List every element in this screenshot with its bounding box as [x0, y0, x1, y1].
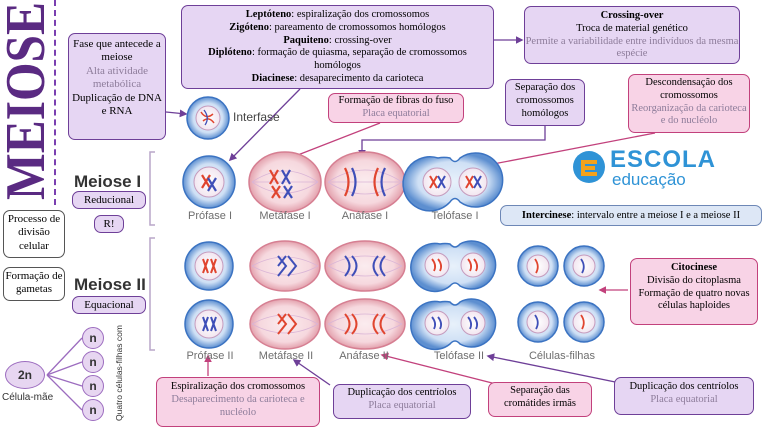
logo-sub: educação [612, 170, 686, 189]
intercinese-box: Intercinese: intervalo entre a meiose I … [500, 205, 762, 226]
daughter-cells-upper [517, 245, 605, 287]
phase-label-celulas-filhas: Células-filhas [528, 350, 596, 362]
crossing-title: Crossing-over [600, 10, 664, 21]
diacinese-line: Diacinese: desaparecimento da carioteca [182, 73, 493, 86]
phase-label-metafase1: Metáfase I [259, 210, 311, 222]
paquiteno-line: Paquiteno: crossing-over [182, 35, 493, 48]
citocinese-box: Citocinese Divisão do citoplasma Formaçã… [630, 258, 758, 325]
cell-telofase2-b [410, 298, 497, 351]
zigoteno-line: Zigóteno: pareamento de cromossomos homó… [182, 22, 493, 35]
interphase-dup: Duplicação de DNA e RNA [72, 91, 162, 118]
daughters-label-text: Quatro células-filhas com metade dos cro… [114, 323, 124, 421]
reducional-box: Reducional [72, 191, 146, 209]
term: Leptóteno [245, 9, 292, 20]
cell-profase2-b [184, 299, 234, 349]
crossing-line1: Troca de material genético [576, 22, 688, 34]
daughter-cell: n [82, 351, 104, 373]
cell-profase1 [182, 155, 236, 209]
cell-profase2-a [184, 241, 234, 291]
term: Diacinese [251, 72, 295, 84]
daughter-cell: n [82, 375, 104, 397]
dup1-sub: Placa equatorial [368, 399, 436, 411]
dup2-sub: Placa equatorial [650, 393, 718, 405]
cell-anafase1 [324, 151, 406, 213]
fibras-title: Formação de fibras do fuso [338, 95, 454, 106]
leptoteno-line: Leptóteno: espiralização dos cromossomos [182, 9, 493, 22]
mother-cell: 2n [5, 361, 45, 389]
cell-metafase2-a [249, 240, 321, 292]
phase-label-profase1: Prófase I [187, 210, 233, 222]
cell-metafase1 [248, 151, 322, 213]
separacao-cromatides-box: Separação das cromátides irmãs [488, 382, 592, 417]
daughter-cell: n [82, 327, 104, 349]
daughter-cells-lower [517, 301, 605, 343]
meiose1-label: Meiose I [74, 172, 142, 191]
equacional-box: Equacional [72, 296, 146, 314]
interphase-title: Fase que antecede a meiose [73, 38, 161, 64]
diploteno-line: Diplóteno: formação de quiasma, separaçã… [182, 47, 493, 73]
processo-box: Processo de divisão celular [3, 210, 65, 258]
interphase-info-box: Fase que antecede a meiose Alta atividad… [68, 33, 166, 140]
intercinese-term: Intercinese [521, 210, 572, 221]
dup2-title: Duplicação dos centríolos [629, 381, 739, 392]
desc: : pareamento de cromossomos homólogos [268, 21, 446, 33]
interfase-label: Interfase [233, 110, 280, 124]
daughters-label: Quatro células-filhas com metade dos cro… [108, 223, 148, 423]
dup1-title: Duplicação dos centríolos [347, 387, 457, 398]
fibras-sub: Placa equatorial [362, 107, 430, 119]
crossing-over-box: Crossing-over Troca de material genético… [524, 6, 740, 64]
citocinese-l1: Divisão do citoplasma [647, 274, 741, 286]
descond-title: Descondensação dos cromossomos [645, 77, 733, 101]
espiral-sub: Desaparecimento da carioteca e nucléolo [171, 393, 305, 418]
cell-telofase1 [402, 152, 504, 212]
logo-brand: ESCOLA [610, 146, 717, 173]
term: Diplóteno [208, 47, 252, 59]
meiose2-label: Meiose II [74, 275, 146, 294]
mother-cell-label: Célula-mãe [2, 392, 54, 403]
duplicacao-centriolos-box-1: Duplicação dos centríolos Placa equatori… [333, 384, 471, 419]
term: Paquiteno [283, 34, 329, 46]
desc: : crossing-over [328, 34, 392, 46]
espiral-title: Espiralização dos cromossomos [170, 381, 306, 392]
phase-label-anafase1: Anáfase I [341, 210, 389, 222]
r-box: R! [94, 215, 124, 233]
descond-sub: Reorganização da carioteca e do nucléolo [631, 102, 747, 127]
desc: : espiralização dos cromossomos [291, 9, 430, 20]
espiralizacao-box: Espiralização dos cromossomos Desapareci… [156, 377, 320, 427]
citocinese-title: Citocinese [670, 262, 718, 273]
fibras-box: Formação de fibras do fuso Placa equator… [328, 93, 464, 123]
interphase-sub: Alta atividade metabólica [85, 64, 148, 91]
term: Zigóteno [229, 21, 269, 33]
cell-anafase2-b [324, 298, 406, 350]
separacao-homologos-box: Separação dos cromossomos homólogos [505, 79, 585, 126]
phase-label-profase2: Prófase II [186, 350, 234, 362]
phase-label-anafase2: Anáfase II [339, 350, 389, 362]
cell-telofase2-a [410, 240, 497, 293]
citocinese-l2: Formação de quatro novas células haploid… [638, 287, 750, 312]
title-divider [54, 0, 56, 205]
escola-logo: ESCOLA educação [572, 146, 752, 189]
intercinese-text: : intervalo entre a meiose I e a meiose … [571, 210, 741, 221]
phase-label-metafase2: Metáfase II [258, 350, 314, 362]
descondensacao-box: Descondensação dos cromossomos Reorganiz… [628, 74, 750, 133]
crossing-line2: Permite a variabilidade entre indivíduos… [525, 35, 739, 60]
prophase-substages-box: Leptóteno: espiralização dos cromossomos… [181, 5, 494, 89]
formacao-box: Formação de gametas [3, 267, 65, 301]
cell-anafase2-a [324, 240, 406, 292]
phase-label-telofase1: Telófase I [431, 210, 479, 222]
logo-icon [573, 151, 605, 183]
cell-interfase [186, 96, 230, 140]
daughter-cell: n [82, 399, 104, 421]
desc: : formação de quiasma, separação de crom… [251, 47, 467, 72]
cell-metafase2-b [249, 298, 321, 350]
connector-arrows [165, 36, 656, 386]
page-title-text: MEIOSE [0, 2, 52, 200]
desc: : desaparecimento da carioteca [294, 72, 424, 84]
page-title: MEIOSE [0, 0, 57, 205]
duplicacao-centriolos-box-2: Duplicação dos centríolos Placa equatori… [614, 377, 754, 415]
phase-label-telofase2: Telófase II [433, 350, 485, 362]
